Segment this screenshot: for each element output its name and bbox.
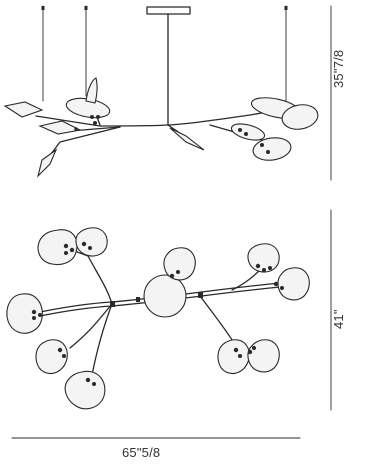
top-view — [6, 209, 332, 411]
top-view-bulbs — [31, 241, 284, 386]
suspension-wires — [41, 5, 288, 106]
side-view-leaves — [3, 77, 319, 178]
top-depth-dimension-label: 41" — [331, 309, 346, 329]
side-height-dimension-label: 35"7/8 — [331, 49, 346, 88]
ceiling-canopy — [146, 6, 191, 15]
top-view-leaves — [6, 227, 310, 410]
width-dimension-label: 65"5/8 — [122, 445, 161, 460]
side-view — [3, 5, 332, 181]
